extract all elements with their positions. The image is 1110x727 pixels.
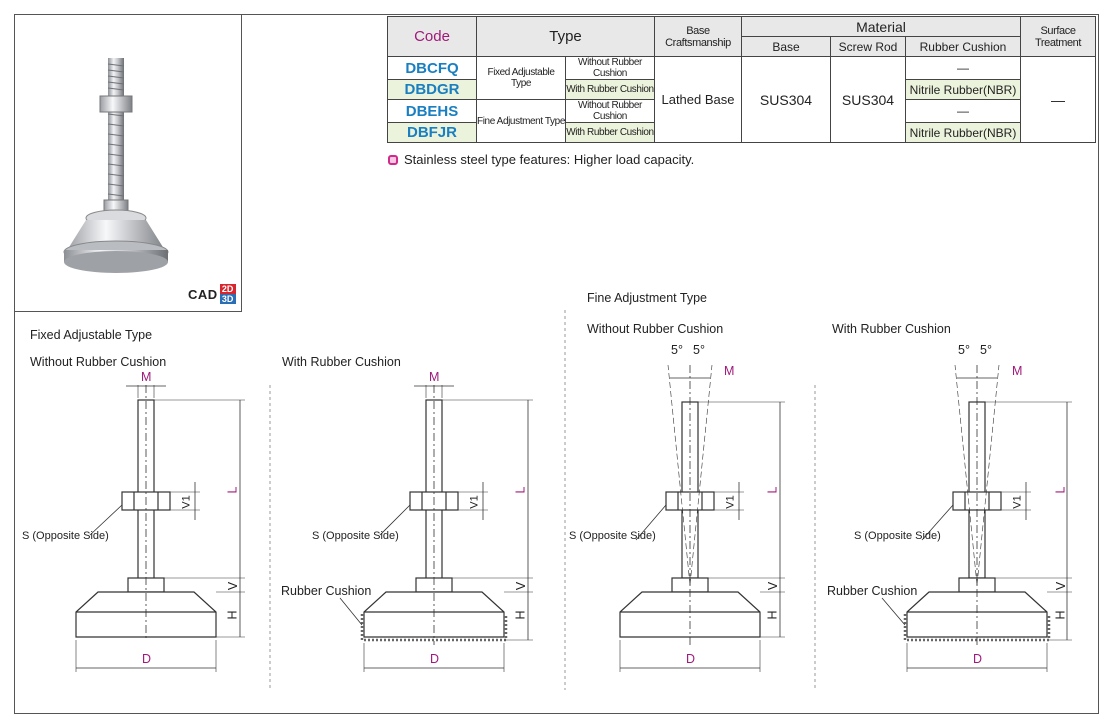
s-opposite-label: S (Opposite Side) <box>22 530 109 542</box>
rubber-cushion-callout: Rubber Cushion <box>827 584 918 598</box>
base-cell: SUS304 <box>741 56 831 143</box>
angle-left-label: 5° <box>671 343 683 357</box>
screw-cell: SUS304 <box>830 56 906 143</box>
drawing-fixed-with <box>339 385 533 672</box>
dim-l-label: L <box>765 486 780 494</box>
fine-type-title: Fine Adjustment Type <box>587 291 707 305</box>
note-bullet-icon <box>388 154 398 165</box>
badge-3d: 3D <box>219 294 236 304</box>
subtype-cell: With Rubber Cushion <box>565 79 655 100</box>
dim-d-label: D <box>430 652 440 666</box>
dim-v-label: V <box>1054 581 1069 591</box>
badge-2d: 2D <box>219 284 236 294</box>
dim-h-label: H <box>1053 610 1068 620</box>
rubber-cell: Nitrile Rubber(NBR) <box>905 122 1021 143</box>
header-screw-rod: Screw Rod <box>830 36 906 57</box>
s-opposite-label: S (Opposite Side) <box>569 530 656 542</box>
drawing-fine-without <box>619 364 785 672</box>
dim-v1-label: V1 <box>724 495 737 509</box>
type-group-cell: Fixed Adjustable Type <box>476 56 566 100</box>
dim-l-label: L <box>225 486 240 494</box>
dim-v1-label: V1 <box>1011 495 1024 509</box>
code-cell: DBFJR <box>387 122 477 143</box>
rubber-cushion-callout: Rubber Cushion <box>281 584 372 598</box>
dim-d-label: D <box>973 652 983 666</box>
dim-d-label: D <box>142 652 152 666</box>
header-code: Code <box>387 16 477 57</box>
product-photo-panel <box>14 14 242 312</box>
angle-right-label: 5° <box>693 343 705 357</box>
feature-note: Stainless steel type features: Higher lo… <box>388 152 694 167</box>
spec-table: Code Type Base Craftsmanship Material Su… <box>387 16 1096 143</box>
subtype-cell: Without Rubber Cushion <box>565 56 655 80</box>
note-text: Stainless steel type features: Higher lo… <box>404 152 695 167</box>
dim-v-label: V <box>514 581 529 591</box>
rubber-cell: — <box>905 56 1021 80</box>
fixed-with-label: With Rubber Cushion <box>282 355 401 369</box>
cad-2d3d-icon: 2D 3D <box>219 284 236 304</box>
subtype-cell: Without Rubber Cushion <box>565 99 655 123</box>
s-opposite-label: S (Opposite Side) <box>312 530 399 542</box>
dim-d-label: D <box>686 652 696 666</box>
header-base: Base <box>741 36 831 57</box>
cad-label: CAD <box>188 286 218 302</box>
angle-right-label: 5° <box>980 343 992 357</box>
dim-h-label: H <box>765 610 780 620</box>
base-craft-cell: Lathed Base <box>654 56 742 143</box>
header-base-craft: Base Craftsmanship <box>654 16 742 57</box>
dim-m-label: M <box>1012 364 1023 378</box>
dim-v-label: V <box>226 581 241 591</box>
dim-v1-label: V1 <box>180 495 193 509</box>
dim-m-label: M <box>141 370 152 384</box>
product-photo <box>63 58 169 273</box>
surface-cell: — <box>1020 56 1096 143</box>
dim-v1-label: V1 <box>468 495 481 509</box>
header-material: Material <box>741 16 1021 37</box>
rubber-cell: Nitrile Rubber(NBR) <box>905 79 1021 100</box>
subtype-cell: With Rubber Cushion <box>565 122 655 143</box>
angle-left-label: 5° <box>958 343 970 357</box>
page-frame <box>14 14 1099 714</box>
header-surface: Surface Treatment <box>1020 16 1096 57</box>
dim-v-label: V <box>766 581 781 591</box>
cad-badge[interactable]: CAD 2D 3D <box>188 284 236 304</box>
fine-with-label: With Rubber Cushion <box>832 322 951 336</box>
fixed-type-title: Fixed Adjustable Type <box>30 328 153 342</box>
dim-l-label: L <box>513 486 528 494</box>
drawing-fixed-without <box>75 385 245 672</box>
s-opposite-label: S (Opposite Side) <box>854 530 941 542</box>
dim-l-label: L <box>1053 486 1068 494</box>
dim-m-label: M <box>724 364 735 378</box>
header-rubber: Rubber Cushion <box>905 36 1021 57</box>
dim-m-label: M <box>429 370 440 384</box>
dim-h-label: H <box>225 610 240 620</box>
dim-h-label: H <box>513 610 528 620</box>
fixed-without-label: Without Rubber Cushion <box>30 355 167 369</box>
drawing-fine-with <box>881 364 1072 672</box>
fine-without-label: Without Rubber Cushion <box>587 322 724 336</box>
